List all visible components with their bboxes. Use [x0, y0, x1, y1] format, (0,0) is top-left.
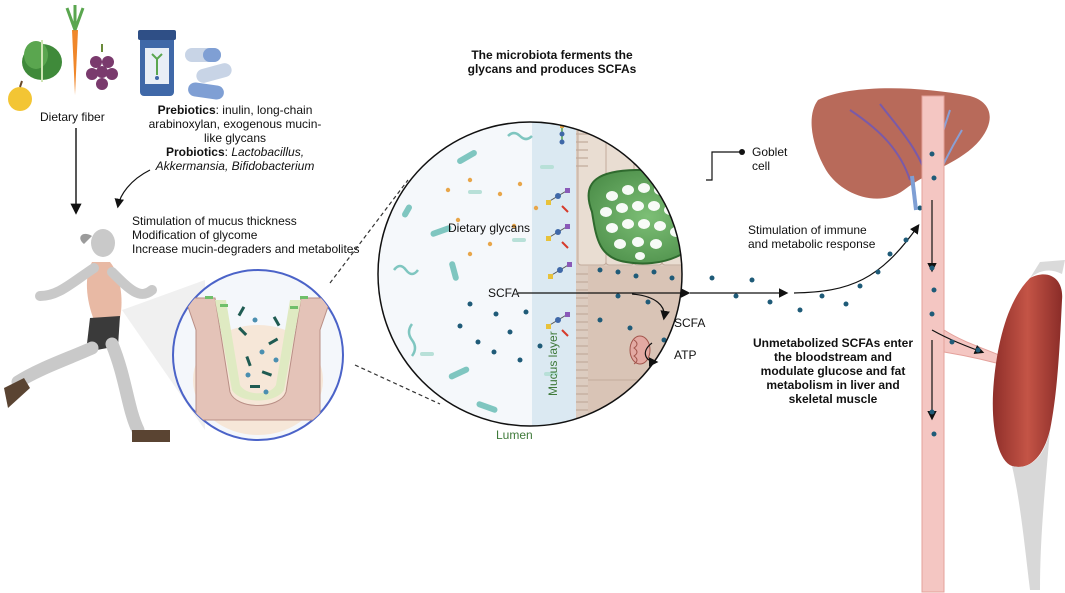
- immune-label-1: Stimulation of immune: [748, 223, 867, 237]
- microbiota-caption-2: glycans and produces SCFAs: [467, 62, 637, 76]
- runner-figure: [4, 229, 170, 442]
- circulation-arrow: [793, 224, 920, 294]
- goblet-label-2: cell: [752, 159, 771, 173]
- muscle-illustration: [992, 260, 1065, 590]
- goblet-cell-label: Goblet cell: [752, 145, 787, 173]
- goblet-label-1: Goblet: [752, 145, 788, 159]
- liver-illustration: [811, 88, 990, 211]
- zoom-line-top: [329, 179, 409, 284]
- unmetabolized-caption: Unmetabolized SCFAs enter the bloodstrea…: [748, 336, 918, 406]
- blood-vessel: [921, 95, 1015, 593]
- prebiotics-desc-3: like glycans: [203, 131, 267, 145]
- vegetables-icon: [8, 5, 118, 111]
- scfa-cell-label: SCFA: [674, 316, 706, 330]
- unmet-line-2: the bloodstream and: [773, 350, 892, 364]
- immune-response-label: Stimulation of immune and metabolic resp…: [748, 223, 875, 251]
- stimulation-item-1: Stimulation of mucus thickness: [132, 214, 297, 228]
- zoom-line-bottom: [354, 364, 441, 405]
- scfa-lumen-label: SCFA: [488, 286, 520, 300]
- dietary-fiber-label: Dietary fiber: [40, 110, 105, 124]
- probiotics-title: Probiotics: [165, 145, 225, 159]
- mucus-layer-label: Mucus layer: [546, 331, 560, 396]
- probiotics-species-2: Akkermansia, Bifidobacterium: [155, 159, 315, 173]
- unmet-line-3: modulate glucose and fat: [760, 364, 906, 378]
- atp-arrow: [644, 342, 659, 367]
- probiotics-colon: :: [224, 145, 232, 159]
- stimulation-item-3: Increase mucin-degraders and metabolites: [132, 242, 360, 256]
- prebiotics-text: Prebiotics: inulin, long-chain arabinoxy…: [145, 103, 325, 173]
- unmet-line-5: skeletal muscle: [788, 392, 878, 406]
- stimulation-list: Stimulation of mucus thickness Modificat…: [132, 214, 359, 256]
- unmet-line-4: metabolism in liver and: [766, 378, 900, 392]
- atp-label: ATP: [674, 348, 697, 362]
- immune-label-2: and metabolic response: [748, 237, 876, 251]
- microbiota-caption: The microbiota ferments the glycans and …: [462, 48, 642, 76]
- dietary-glycans-label: Dietary glycans: [448, 221, 531, 235]
- probiotics-arrow: [114, 169, 151, 209]
- circulating-scfa: [709, 205, 923, 313]
- gut-lining-zoom: [377, 121, 683, 427]
- prebiotics-desc-2: arabinoxylan, exogenous mucin-: [148, 117, 322, 131]
- scfa-uptake-arrow: [631, 293, 670, 321]
- unmet-line-1: Unmetabolized SCFAs enter: [752, 336, 914, 350]
- prebiotics-desc-1: : inulin, long-chain: [215, 103, 313, 117]
- microbiota-caption-1: The microbiota ferments the: [471, 48, 633, 62]
- goblet-pointer: [706, 151, 740, 181]
- prebiotics-title: Prebiotics: [157, 103, 216, 117]
- villus-zoom: [172, 269, 344, 441]
- stimulation-item-2: Modification of glycome: [132, 228, 258, 242]
- supplements-icon: [138, 30, 232, 100]
- probiotics-species-1: Lactobacillus,: [231, 145, 305, 159]
- lumen-label: Lumen: [496, 428, 533, 442]
